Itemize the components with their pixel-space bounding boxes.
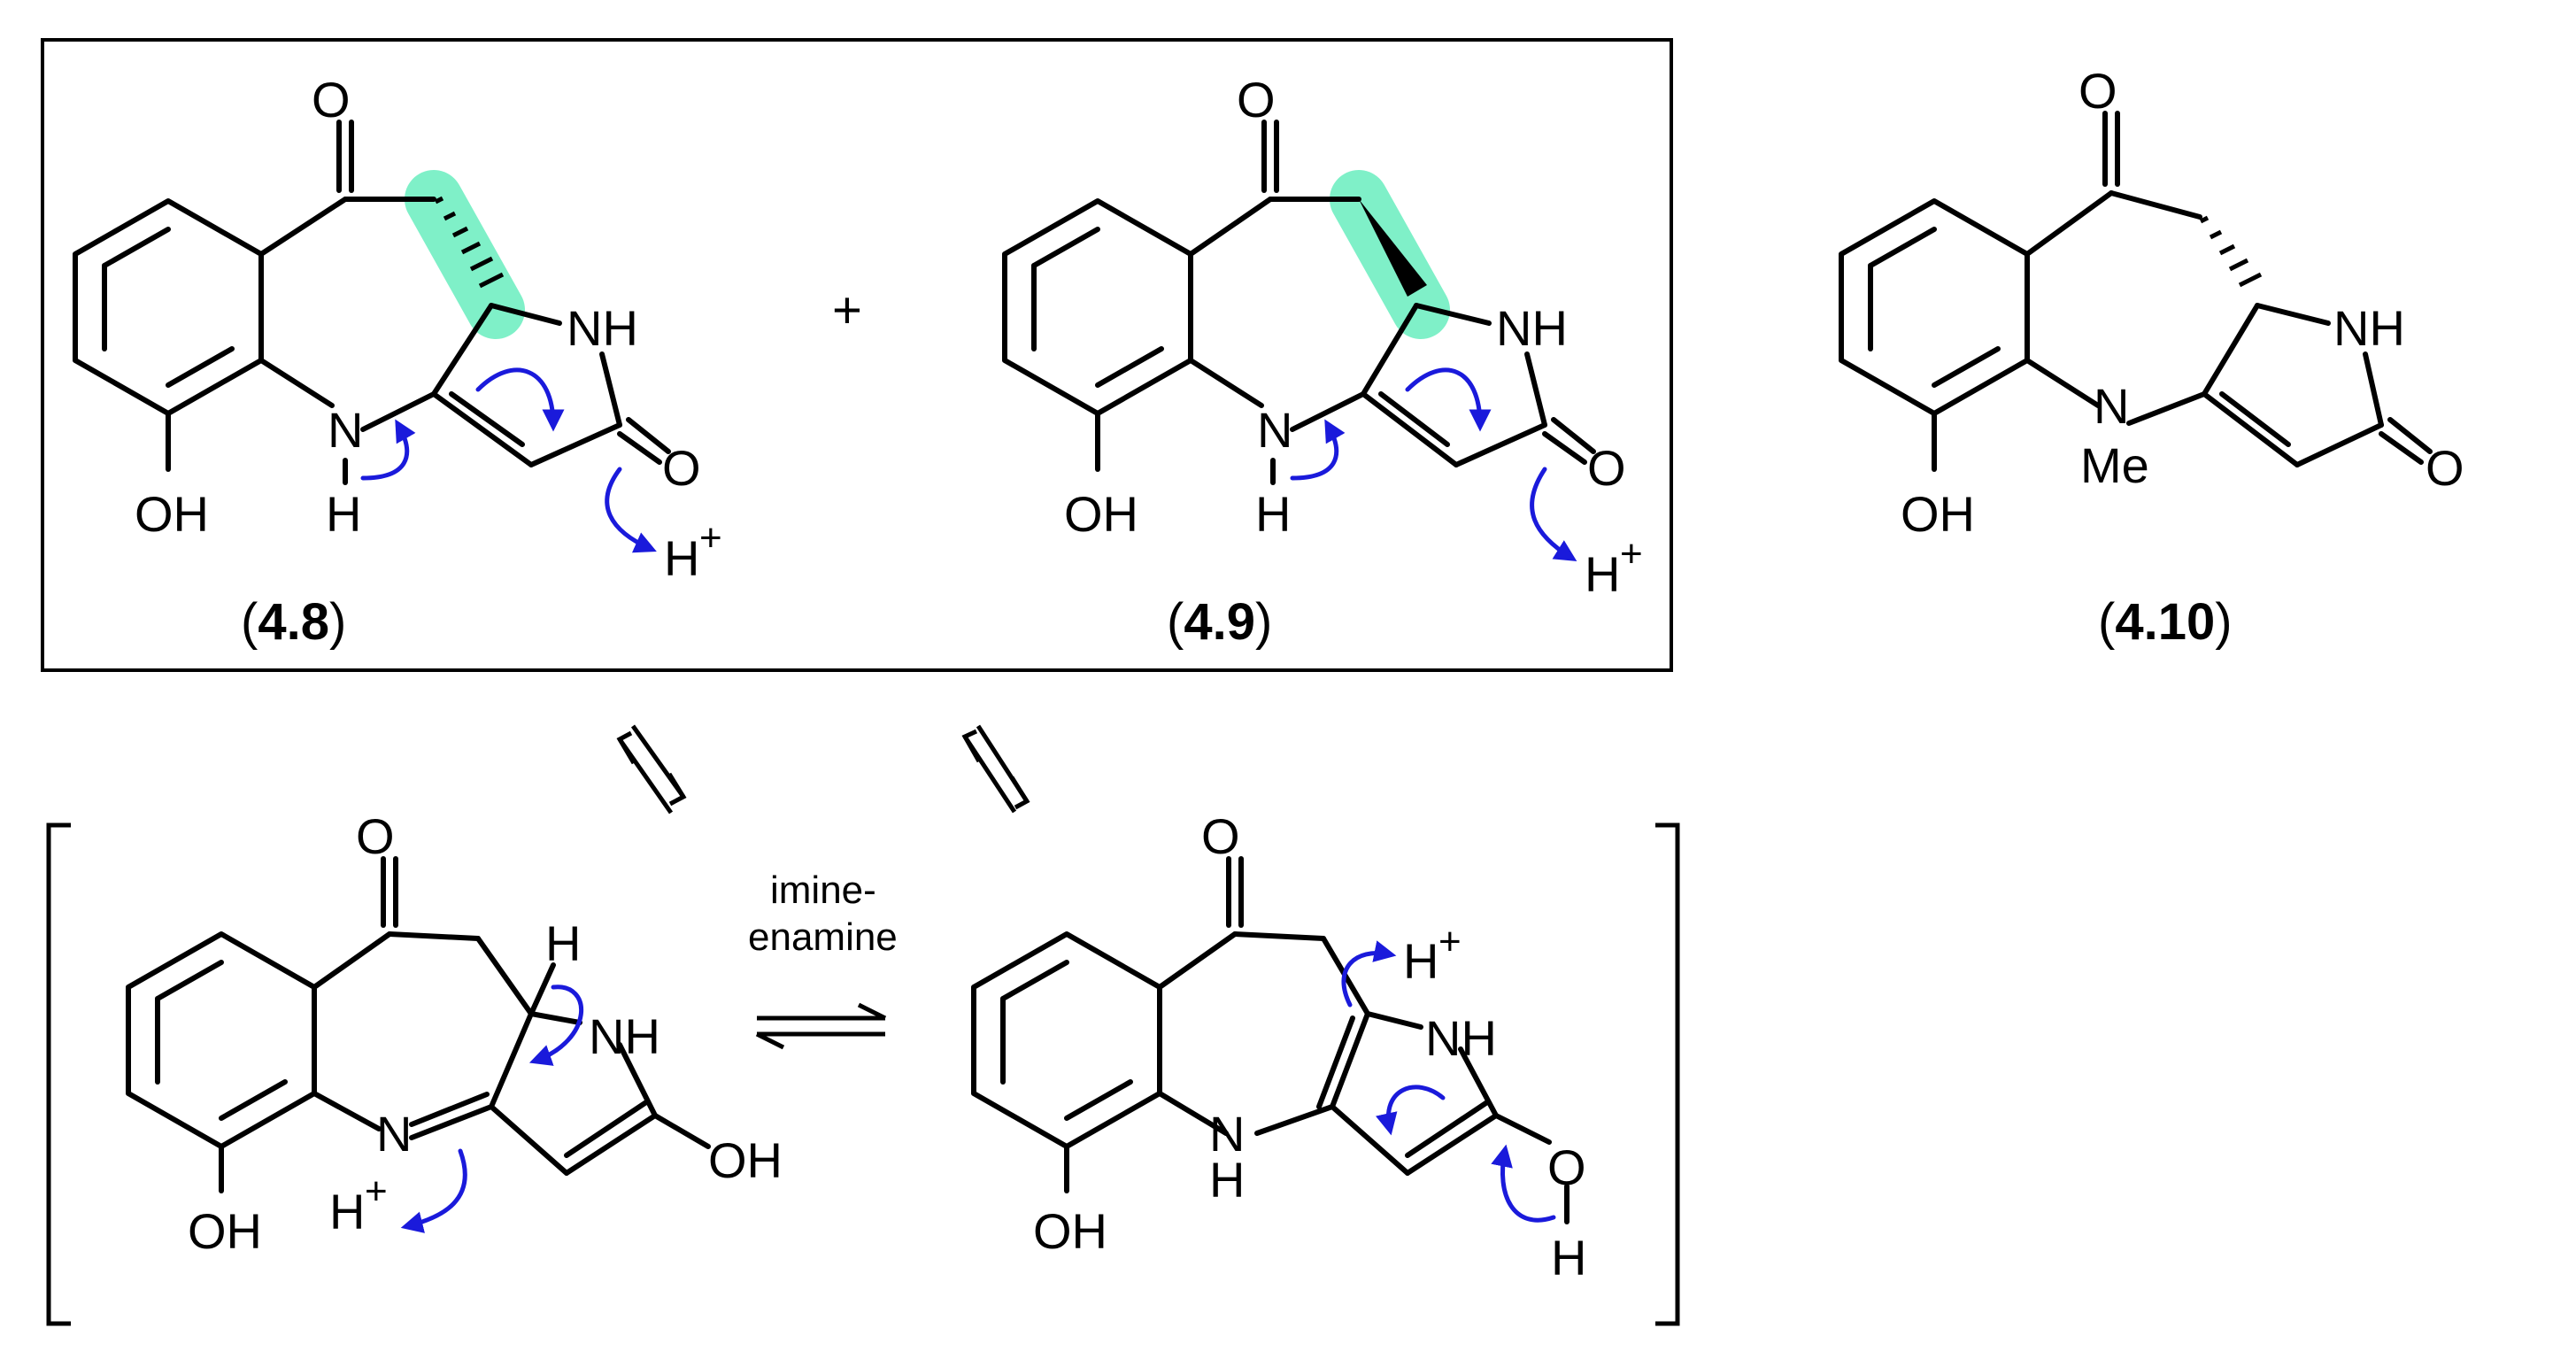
atom-label-OH: OH (708, 1132, 783, 1188)
curved-arrow (400, 1148, 467, 1233)
atom-label-Hplus: H (329, 1184, 365, 1239)
curved-arrow (360, 419, 416, 481)
atom-label-OH: OH (188, 1203, 262, 1259)
curved-arrow (605, 467, 657, 553)
charge-plus: + (699, 516, 722, 560)
atom-label-O: O (1547, 1139, 1586, 1195)
highlight-band (405, 170, 525, 339)
compound-box (41, 38, 1673, 672)
atom-label-H: H (1551, 1230, 1586, 1286)
atom-label-N: N (1257, 402, 1292, 458)
atom-label-O: O (312, 72, 351, 127)
atom-label-Hplus: H (664, 530, 699, 586)
atom-label-NH: NH (1496, 300, 1568, 356)
hash-wedge (2199, 215, 2263, 288)
atom-label-Hplus: H (1403, 933, 1438, 989)
atom-label-Hplus: H (1585, 546, 1620, 602)
intermediate-imine: O H NH OH N H + OH (126, 808, 783, 1259)
intermediate-enamine: O H + NH O H N H OH (971, 808, 1586, 1286)
atom-label-N: N (1209, 1106, 1245, 1162)
atom-label-O: O (2079, 63, 2117, 119)
atom-label-O: O (356, 808, 395, 864)
atom-label-N: N (376, 1106, 412, 1162)
atom-label-NH: NH (2333, 300, 2405, 356)
compound-4-8: O NH O N H OH H + (4.8) (73, 72, 722, 651)
atom-label-Me: Me (2080, 437, 2149, 493)
atom-label-NH: NH (567, 300, 638, 356)
compound-label-4-10: (4.10) (2098, 593, 2233, 651)
atom-label-O: O (1587, 440, 1626, 496)
atom-label-OH: OH (1901, 486, 1975, 542)
compound-label-4-9: (4.9) (1167, 593, 1272, 651)
equilibrium-arrow-horizontal (755, 1002, 887, 1050)
curved-arrow (1376, 1085, 1446, 1136)
atom-label-O: O (1201, 808, 1240, 864)
bracket-right (1655, 822, 1680, 1326)
atom-label-O: O (662, 440, 701, 496)
atom-label-OH: OH (1033, 1203, 1107, 1259)
atom-label-H: H (545, 915, 581, 971)
equilibrium-label-line1: imine- (770, 869, 876, 912)
bold-wedge (1359, 199, 1427, 297)
bracket-left (46, 822, 71, 1326)
equilibrium-arrow-left (616, 724, 687, 815)
atom-label-H: H (1209, 1152, 1245, 1208)
atom-label-OH: OH (1064, 486, 1138, 542)
curved-arrow (1405, 367, 1492, 432)
equilibrium-arrow-right (961, 724, 1030, 814)
atom-label-NH: NH (589, 1008, 660, 1064)
compound-label-4-8: (4.8) (241, 593, 346, 651)
atom-label-H: H (1255, 486, 1291, 542)
compound-4-9: O NH O N H OH H + (4.9) (1002, 72, 1643, 651)
atom-label-O: O (1237, 72, 1276, 127)
atom-label-N: N (2094, 378, 2129, 434)
curved-arrow (1530, 467, 1577, 561)
atom-label-OH: OH (135, 486, 209, 542)
charge-plus: + (365, 1170, 388, 1213)
hash-wedge (434, 196, 505, 289)
atom-label-H: H (326, 486, 361, 542)
atom-label-N: N (328, 402, 363, 458)
compound-4-10: O NH O N Me OH (4.10) (1839, 63, 2464, 651)
curved-arrow (1491, 1144, 1556, 1223)
curved-arrow (1341, 940, 1397, 1008)
curved-arrow (528, 985, 583, 1066)
equilibrium-label-line2: enamine (748, 915, 898, 959)
curved-arrow (475, 367, 565, 432)
atom-label-O: O (2426, 440, 2464, 496)
curved-arrow (1290, 419, 1346, 481)
charge-plus: + (1438, 920, 1462, 963)
plus-sign: + (832, 282, 862, 339)
charge-plus: + (1620, 532, 1643, 575)
atom-label-NH: NH (1425, 1010, 1497, 1066)
